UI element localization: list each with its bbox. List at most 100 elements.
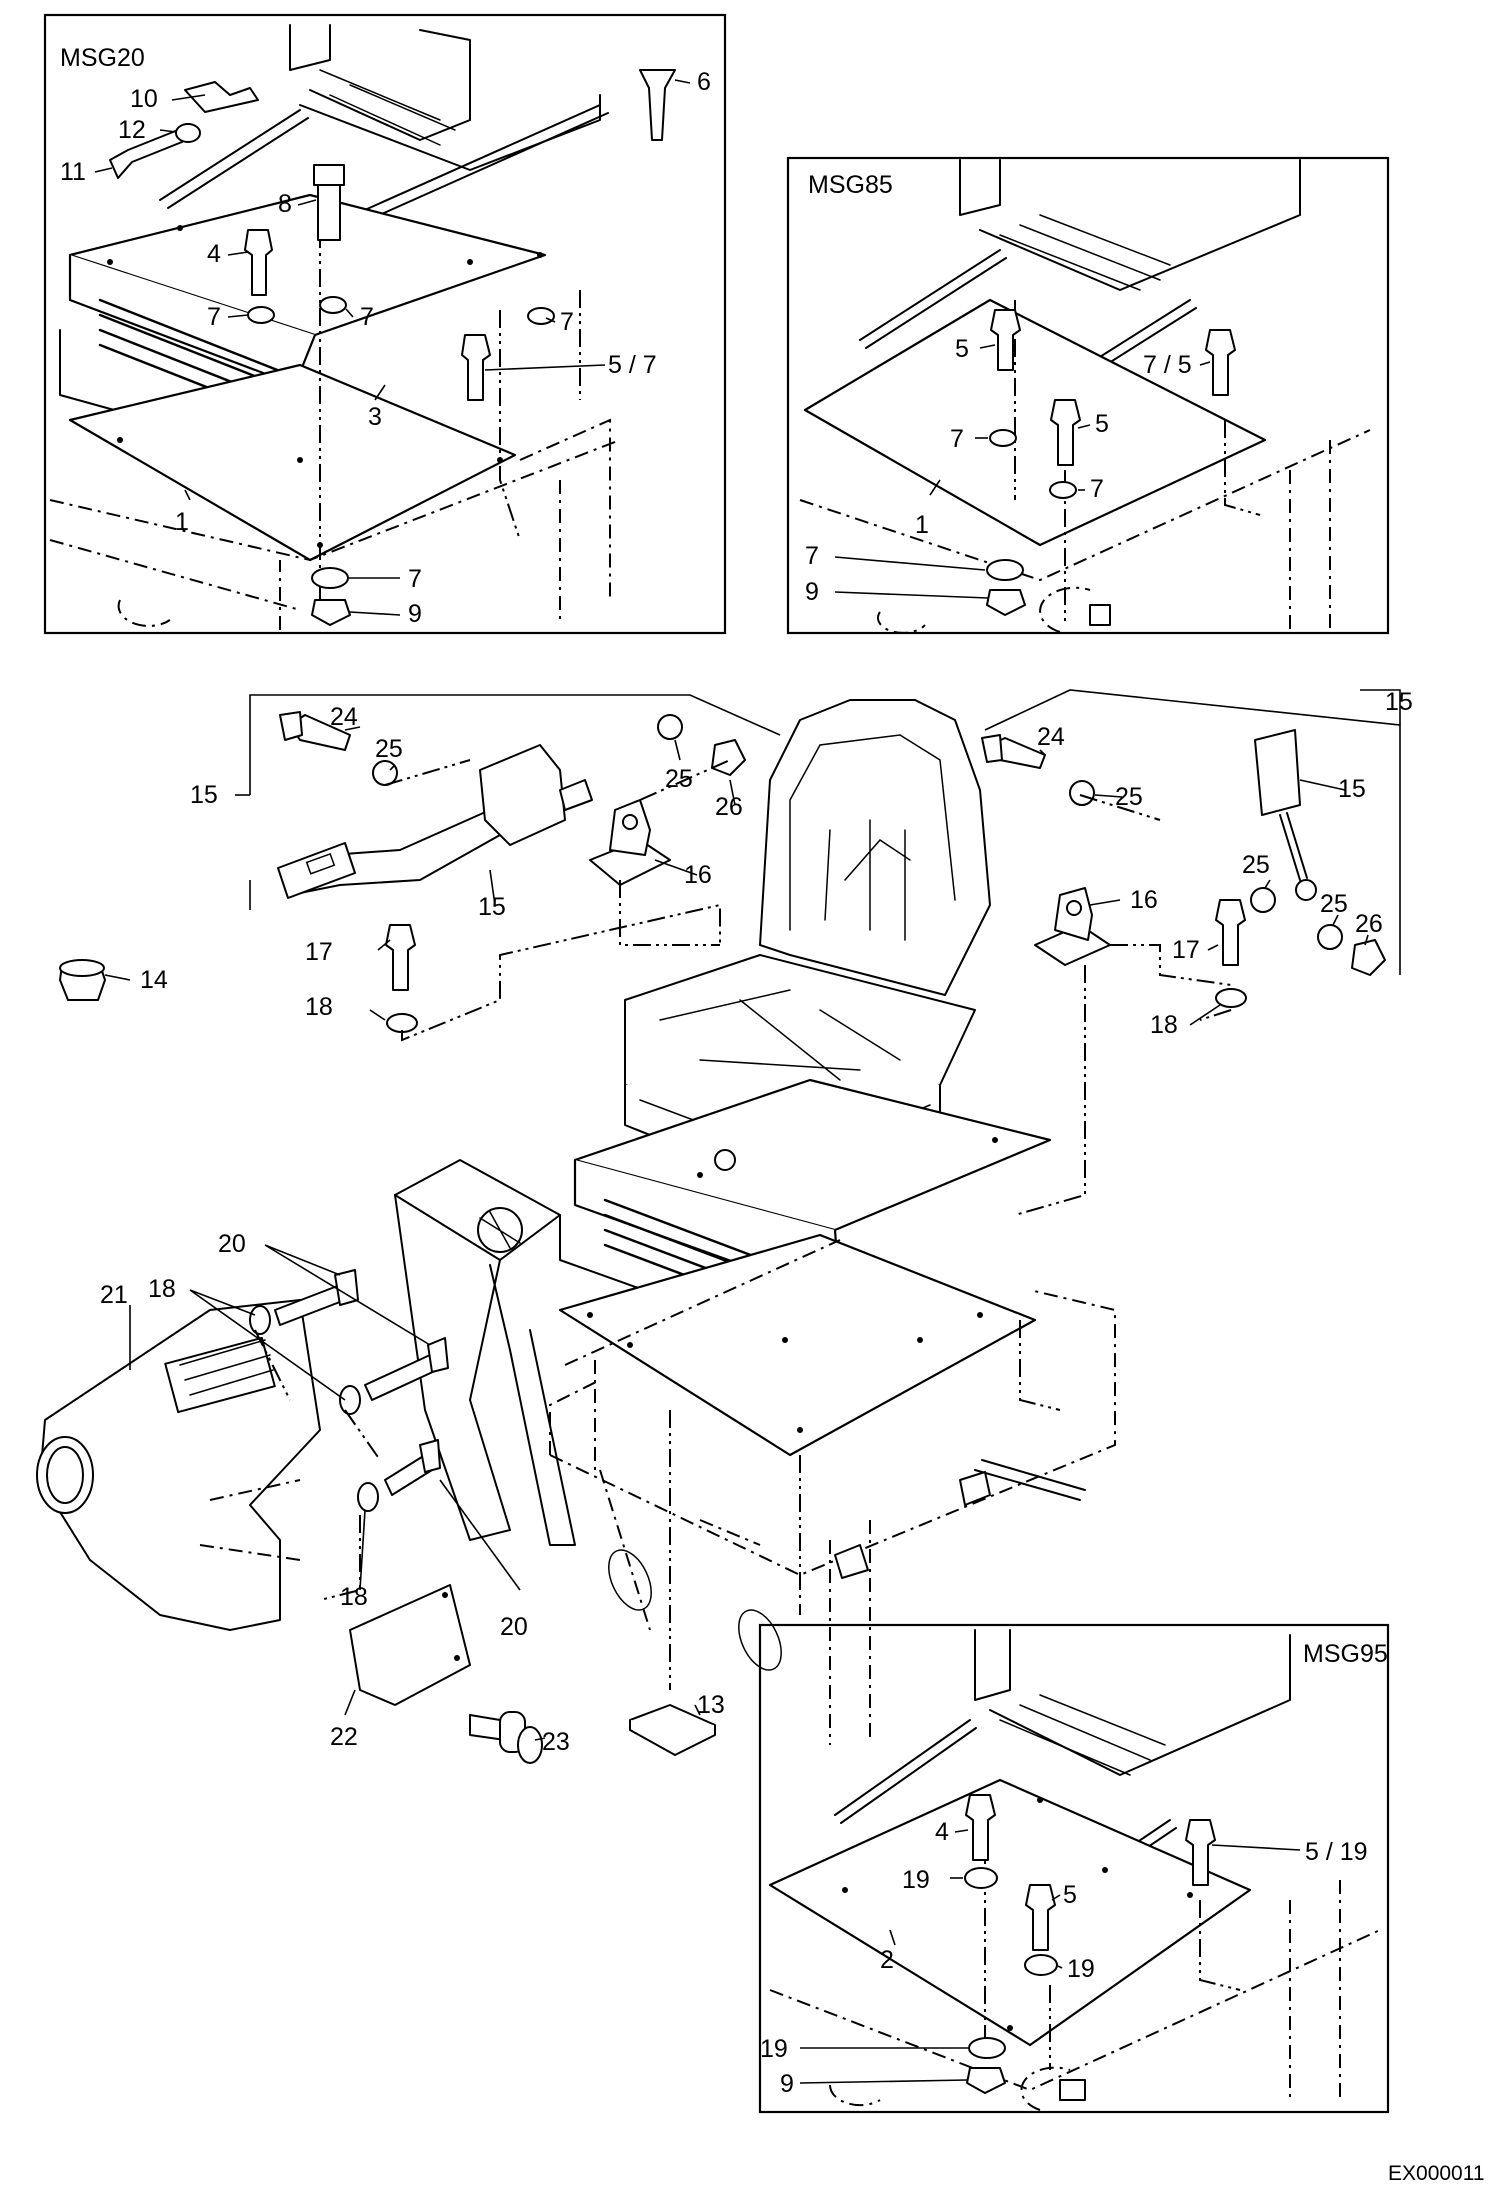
bolt-6	[639, 69, 676, 141]
washer-18	[357, 1482, 379, 1512]
clip	[1089, 604, 1111, 626]
bolt-20	[384, 1439, 441, 1496]
callout: 22	[330, 1723, 358, 1751]
callout: 9	[805, 578, 819, 606]
callout: 9	[408, 600, 422, 628]
callout: 25	[375, 735, 403, 763]
callout: 18	[305, 993, 333, 1021]
callout: 24	[1037, 723, 1065, 751]
callout: 19	[1067, 1955, 1095, 1983]
bolt-20	[274, 1269, 359, 1326]
callout: 1	[175, 508, 189, 536]
bolt-4	[965, 1794, 996, 1861]
washer-7	[1049, 481, 1077, 499]
washer-19	[968, 2037, 1006, 2059]
callout: 18	[148, 1275, 176, 1303]
callout: 8	[278, 190, 292, 218]
callout: 5	[1063, 1881, 1077, 1909]
callout: 16	[1130, 886, 1158, 914]
belt-group-right	[981, 689, 1401, 1216]
callout: 24	[330, 703, 358, 731]
callout: 25	[1242, 851, 1270, 879]
callout: 20	[218, 1230, 246, 1258]
bolt-17	[1215, 899, 1246, 966]
callout: 9	[780, 2070, 794, 2098]
washer-25	[1250, 887, 1276, 913]
callout: 6	[697, 68, 711, 96]
inset-msg95-labels: 4 5 / 19 19 5 19 2 19 9	[760, 1818, 1368, 2098]
inset-msg85-labels: 5 7 / 5 5 7 7 1 7 9	[805, 335, 1192, 606]
callout: 26	[715, 793, 743, 821]
washer-18	[1215, 988, 1247, 1008]
nut-9	[311, 599, 351, 626]
washer-25	[657, 714, 683, 740]
washer-7	[247, 306, 275, 324]
seat-backrest	[759, 699, 991, 996]
inset-msg95-title: MSG95	[1303, 1640, 1388, 1668]
washer-7	[986, 559, 1024, 581]
callout: 14	[140, 966, 168, 994]
nut-26	[1351, 939, 1386, 976]
washer-25	[1069, 780, 1095, 806]
callout: 3	[368, 403, 382, 431]
gauge-opening	[36, 1436, 94, 1514]
washer-18	[386, 1013, 418, 1033]
callout: 7	[950, 425, 964, 453]
washer-12	[175, 123, 201, 143]
main-labels: 24 25 25 26 15 16 15 17 18 14 24 25 15 1…	[100, 688, 1413, 1756]
inset-msg20-labels: 10 6 12 11 8 4 7 7 7 5 / 7 3 1 7 9	[60, 68, 711, 628]
mounting-plate	[558, 1233, 1037, 1457]
callout: 10	[130, 85, 158, 113]
washer-25	[1317, 924, 1343, 950]
inset-msg85-leaders	[834, 344, 1211, 599]
callout: 15	[190, 781, 218, 809]
callout: 19	[902, 1866, 930, 1894]
callout: 11	[60, 158, 86, 186]
callout: 25	[665, 765, 693, 793]
bolt-5	[1025, 1884, 1056, 1951]
belt-retractor	[479, 744, 566, 846]
inset-msg20-title: MSG20	[60, 44, 145, 72]
frame-outline	[549, 1239, 1116, 1745]
control-keypad	[164, 1336, 276, 1414]
console-assembly	[36, 1159, 716, 1764]
callout: 25	[1115, 783, 1143, 811]
callout: 15	[478, 893, 506, 921]
bolt-5	[990, 309, 1021, 371]
nut-9	[986, 589, 1026, 616]
callout: 7	[360, 303, 374, 331]
callout: 18	[1150, 1011, 1178, 1039]
callout: 5 / 19	[1305, 1838, 1368, 1866]
bolt-20	[364, 1337, 449, 1401]
buckle-15	[1254, 729, 1301, 816]
bolt-5-19	[1185, 1819, 1216, 1886]
callout: 21	[100, 1281, 128, 1309]
callout: 1	[915, 511, 929, 539]
washer-7	[311, 567, 349, 589]
callout: 7	[207, 303, 221, 331]
callout: 17	[1172, 936, 1200, 964]
callout: 7	[560, 308, 574, 336]
belt-buckle-tongue	[277, 842, 356, 899]
callout: 18	[340, 1583, 368, 1611]
callout: 23	[542, 1728, 570, 1756]
inset-msg95-leaders	[799, 1829, 1301, 2084]
callout: 4	[207, 240, 221, 268]
washer-19	[964, 1867, 998, 1889]
main-leaders	[104, 726, 1369, 1741]
callout: 25	[1320, 890, 1348, 918]
callout: 13	[697, 1691, 725, 1719]
callout: 26	[1355, 910, 1383, 938]
bolt-11	[109, 129, 183, 179]
callout: 16	[684, 861, 712, 889]
washer-7	[319, 296, 347, 314]
callout: 12	[118, 116, 146, 144]
washer-25	[372, 760, 398, 786]
callout: 7	[1090, 475, 1104, 503]
callout: 4	[935, 1818, 949, 1846]
bolt-8	[313, 164, 345, 241]
seat-assembly	[558, 699, 1052, 1457]
washer-7	[989, 429, 1017, 447]
callout: 20	[500, 1613, 528, 1641]
clip	[1059, 2079, 1086, 2101]
